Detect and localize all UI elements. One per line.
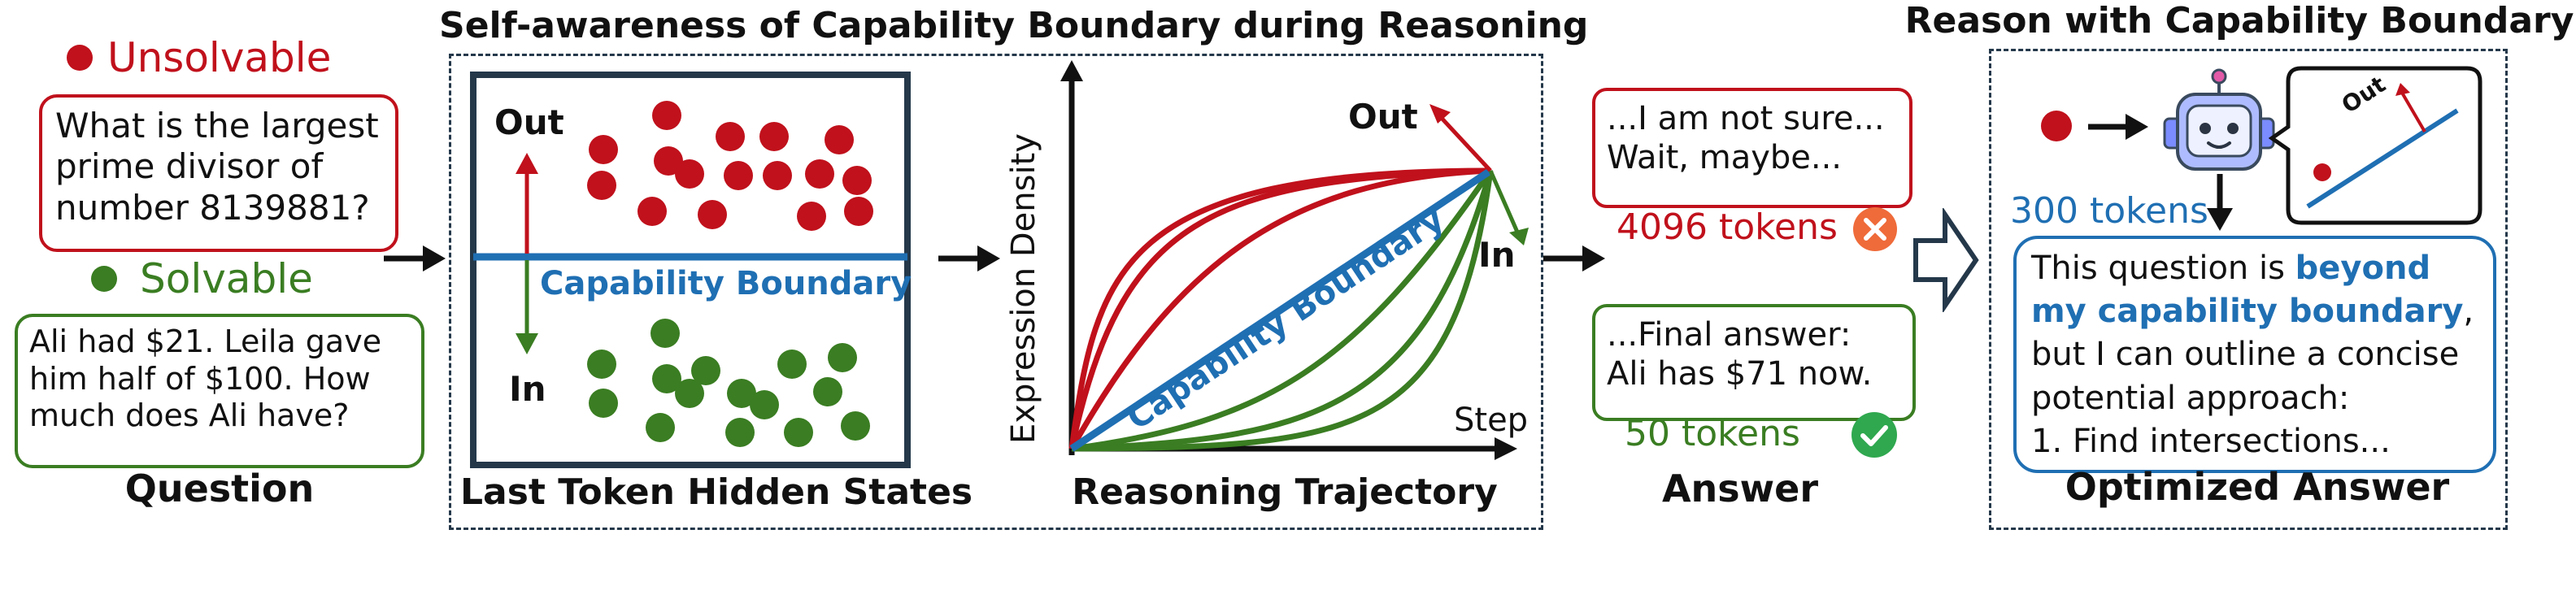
in-curve bbox=[1071, 170, 1494, 452]
solvable-header: Solvable bbox=[91, 250, 313, 307]
unsolvable-question-box: What is the largest prime divisor of num… bbox=[39, 94, 398, 252]
bubble-red-dot bbox=[2313, 163, 2331, 181]
middle-title: Self-awareness of Capability Boundary du… bbox=[439, 5, 1589, 46]
in-curve bbox=[1071, 170, 1494, 452]
in-dot bbox=[841, 411, 870, 441]
down-arrow-icon bbox=[2207, 174, 2233, 231]
x-axis-arrow bbox=[1495, 437, 1517, 460]
out-dot bbox=[805, 159, 834, 189]
arrow-right-icon bbox=[384, 245, 446, 271]
green-dot-icon bbox=[91, 266, 117, 292]
optimized-caption: Optimized Answer bbox=[2065, 465, 2450, 509]
unsolvable-question-text: What is the largest prime divisor of num… bbox=[55, 106, 379, 228]
unsolvable-header: Unsolvable bbox=[67, 29, 331, 86]
trajectory-in-arrow bbox=[1509, 228, 1529, 245]
in-dot bbox=[750, 390, 779, 419]
in-dot bbox=[784, 418, 813, 447]
cross-circle-icon bbox=[1853, 207, 1897, 251]
solvable-label: Solvable bbox=[140, 255, 313, 302]
trajectory-in-label: In bbox=[1478, 235, 1516, 275]
hidden-in-label: In bbox=[509, 369, 546, 409]
check-circle-icon bbox=[1852, 412, 1897, 458]
in-dot bbox=[646, 413, 675, 442]
trajectory-plot: Expression Density Step Out In Capabilit… bbox=[1005, 60, 1529, 460]
optimized-title: Reason with Capability Boundary bbox=[1904, 0, 2574, 41]
in-dot bbox=[589, 389, 618, 418]
optimized-answer-box: This question is beyond my capability bo… bbox=[2013, 236, 2496, 473]
middle-dashed-frame bbox=[449, 54, 1543, 530]
optimized-tokens: 300 tokens bbox=[2010, 190, 2208, 232]
red-dot-icon bbox=[67, 45, 93, 71]
solvable-question-box: Ali had $21. Leila gave him half of $100… bbox=[15, 314, 424, 468]
out-dot bbox=[654, 146, 683, 176]
in-dot bbox=[777, 350, 807, 379]
unsure-tokens: 4096 tokens bbox=[1617, 206, 1838, 248]
hollow-arrow-icon bbox=[1913, 208, 1979, 312]
out-dot bbox=[698, 200, 727, 229]
bubble-boundary-line bbox=[2306, 108, 2459, 209]
final-tokens: 50 tokens bbox=[1625, 413, 1800, 454]
out-dot bbox=[589, 135, 618, 164]
trajectory-xlabel: Step bbox=[1454, 402, 1528, 439]
in-dot bbox=[587, 350, 616, 379]
solvable-question-text: Ali had $21. Leila gave him half of $100… bbox=[29, 324, 382, 434]
in-dot bbox=[813, 377, 842, 406]
out-dot bbox=[637, 197, 667, 226]
question-caption: Question bbox=[124, 467, 315, 510]
trajectory-out-label: Out bbox=[1348, 97, 1418, 137]
optimized-text-bold: beyond my capability boundary bbox=[2031, 250, 2464, 331]
hidden-out-label: Out bbox=[494, 102, 564, 142]
unsolvable-label: Unsolvable bbox=[107, 34, 332, 81]
out-dot bbox=[675, 159, 704, 189]
final-answer-box: ...Final answer: Ali has $71 now. bbox=[1592, 304, 1916, 421]
out-dot bbox=[652, 101, 681, 130]
in-dot bbox=[725, 418, 755, 447]
thought-bubble: Out bbox=[2269, 66, 2482, 225]
in-dot bbox=[652, 364, 681, 393]
trajectory-caption: Reasoning Trajectory bbox=[1072, 471, 1498, 513]
unsure-answer-text: ...I am not sure... Wait, maybe... bbox=[1607, 100, 1885, 176]
in-curve bbox=[1071, 169, 1493, 452]
arrow-right-icon bbox=[938, 245, 1000, 271]
answer-caption: Answer bbox=[1661, 467, 1819, 510]
final-answer-text: ...Final answer: Ali has $71 now. bbox=[1607, 316, 1873, 393]
in-dot bbox=[828, 343, 857, 372]
hidden-boundary-label: Capability Boundary bbox=[540, 265, 912, 302]
in-dot bbox=[691, 356, 720, 385]
optimized-dashed-frame bbox=[1989, 49, 2508, 530]
out-dot bbox=[842, 166, 872, 195]
in-dot bbox=[675, 379, 704, 408]
red-dot-icon bbox=[2041, 111, 2072, 141]
y-axis-arrow bbox=[1060, 60, 1083, 81]
trajectory-boundary-line bbox=[1069, 167, 1493, 452]
optimized-text-pre: This question is bbox=[2031, 250, 2295, 287]
optimized-text-post: , but I can outline a concise potential … bbox=[2031, 293, 2474, 417]
trajectory-out-arrow bbox=[1429, 104, 1451, 124]
out-dot bbox=[587, 171, 616, 200]
trajectory-ylabel: Expression Density bbox=[1005, 133, 1042, 444]
out-curve bbox=[1068, 167, 1491, 450]
in-dot bbox=[651, 319, 680, 348]
out-dot bbox=[797, 202, 826, 231]
out-dots bbox=[587, 101, 873, 231]
in-dots bbox=[587, 319, 870, 447]
out-dot bbox=[716, 122, 745, 151]
out-dot bbox=[844, 197, 873, 226]
unsure-answer-box: ...I am not sure... Wait, maybe... bbox=[1592, 88, 1912, 208]
robot-icon bbox=[2163, 68, 2275, 171]
optimized-text-step: 1. Find intersections... bbox=[2031, 422, 2391, 460]
out-dot bbox=[724, 161, 753, 190]
hidden-states-plot bbox=[470, 72, 911, 468]
out-dot bbox=[825, 125, 854, 154]
hidden-states-caption: Last Token Hidden States bbox=[460, 471, 973, 513]
out-dot bbox=[759, 122, 789, 151]
out-dot bbox=[763, 161, 792, 190]
in-dot bbox=[727, 379, 756, 408]
trajectory-boundary-label: Capability Boundary bbox=[1120, 201, 1451, 437]
out-curve bbox=[1068, 167, 1491, 450]
arrow-right-icon bbox=[1543, 245, 1605, 271]
arrow-right-icon bbox=[2088, 114, 2148, 140]
